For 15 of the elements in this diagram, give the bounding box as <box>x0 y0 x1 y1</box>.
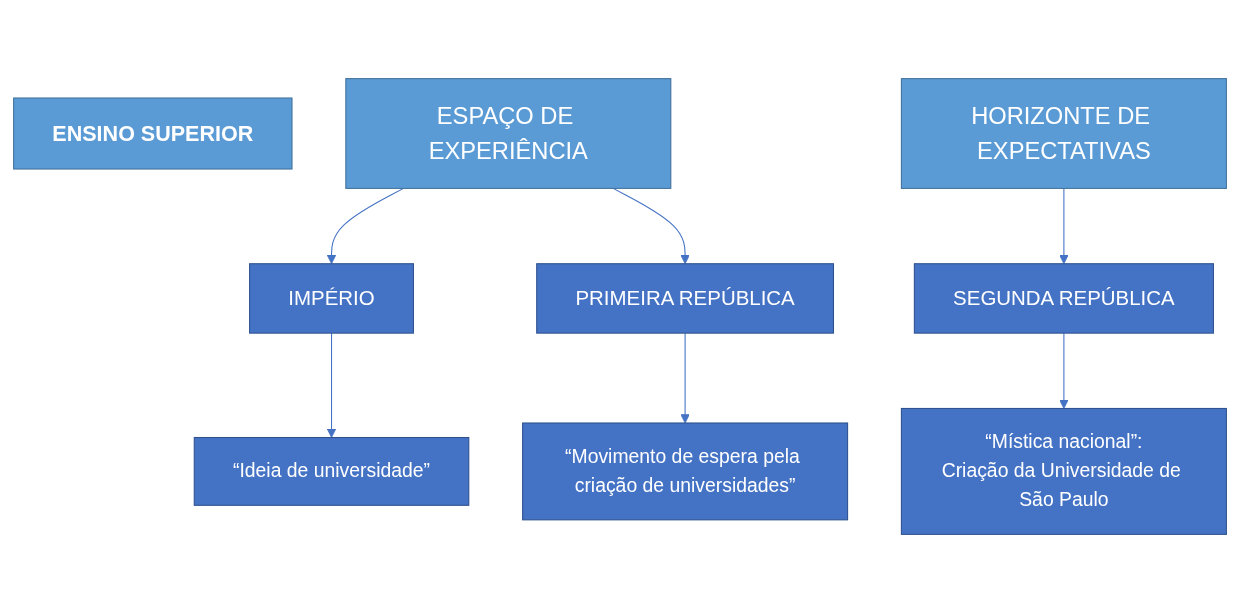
node-box: ENSINO SUPERIOR <box>13 97 293 170</box>
arrow <box>326 332 337 438</box>
arrow <box>1059 187 1069 265</box>
arrow <box>680 332 690 424</box>
node-box: PRIMEIRA REPÚBLICA <box>536 263 835 334</box>
node-box: SEGUNDA REPÚBLICA <box>913 263 1214 334</box>
arrow <box>326 187 404 265</box>
arrow <box>612 187 690 265</box>
node-box: “Ideia de universidade” <box>193 436 470 506</box>
node-box: ESPAÇO DE EXPERIÊNCIA <box>345 78 672 189</box>
arrow <box>1059 332 1069 409</box>
node-box: IMPÉRIO <box>249 263 414 334</box>
node-box: “Movimento de espera pela criação de universidades” <box>522 422 849 521</box>
node-box: HORIZONTE DE EXPECTATIVAS <box>900 78 1227 189</box>
node-box: “Mística nacional”: Criação da Universidade de São Paulo <box>900 407 1227 535</box>
